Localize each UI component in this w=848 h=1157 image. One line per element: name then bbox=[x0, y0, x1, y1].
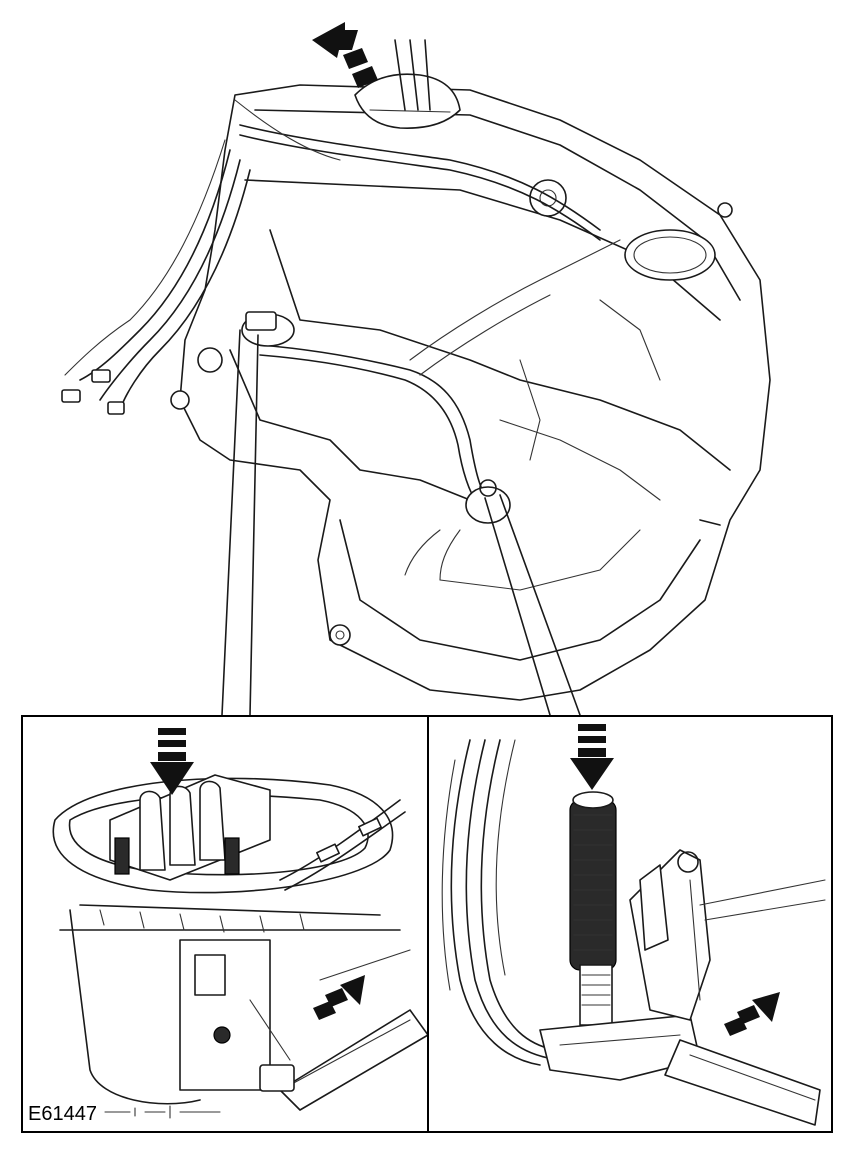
detail-panel-right bbox=[427, 715, 833, 1133]
callout-leaders bbox=[221, 329, 581, 716]
press-down-arrow bbox=[150, 728, 194, 795]
slide-direction-arrow-right bbox=[724, 992, 780, 1036]
fuel-tank-body bbox=[179, 84, 771, 701]
press-down-arrow-right bbox=[570, 724, 614, 790]
fuel-tank-overview bbox=[61, 39, 771, 701]
figure-code: E61447 bbox=[28, 1103, 97, 1125]
removal-direction-arrow bbox=[312, 22, 378, 88]
slide-direction-arrow-left bbox=[313, 975, 365, 1020]
detail-panel-left: E61447 bbox=[21, 715, 429, 1133]
